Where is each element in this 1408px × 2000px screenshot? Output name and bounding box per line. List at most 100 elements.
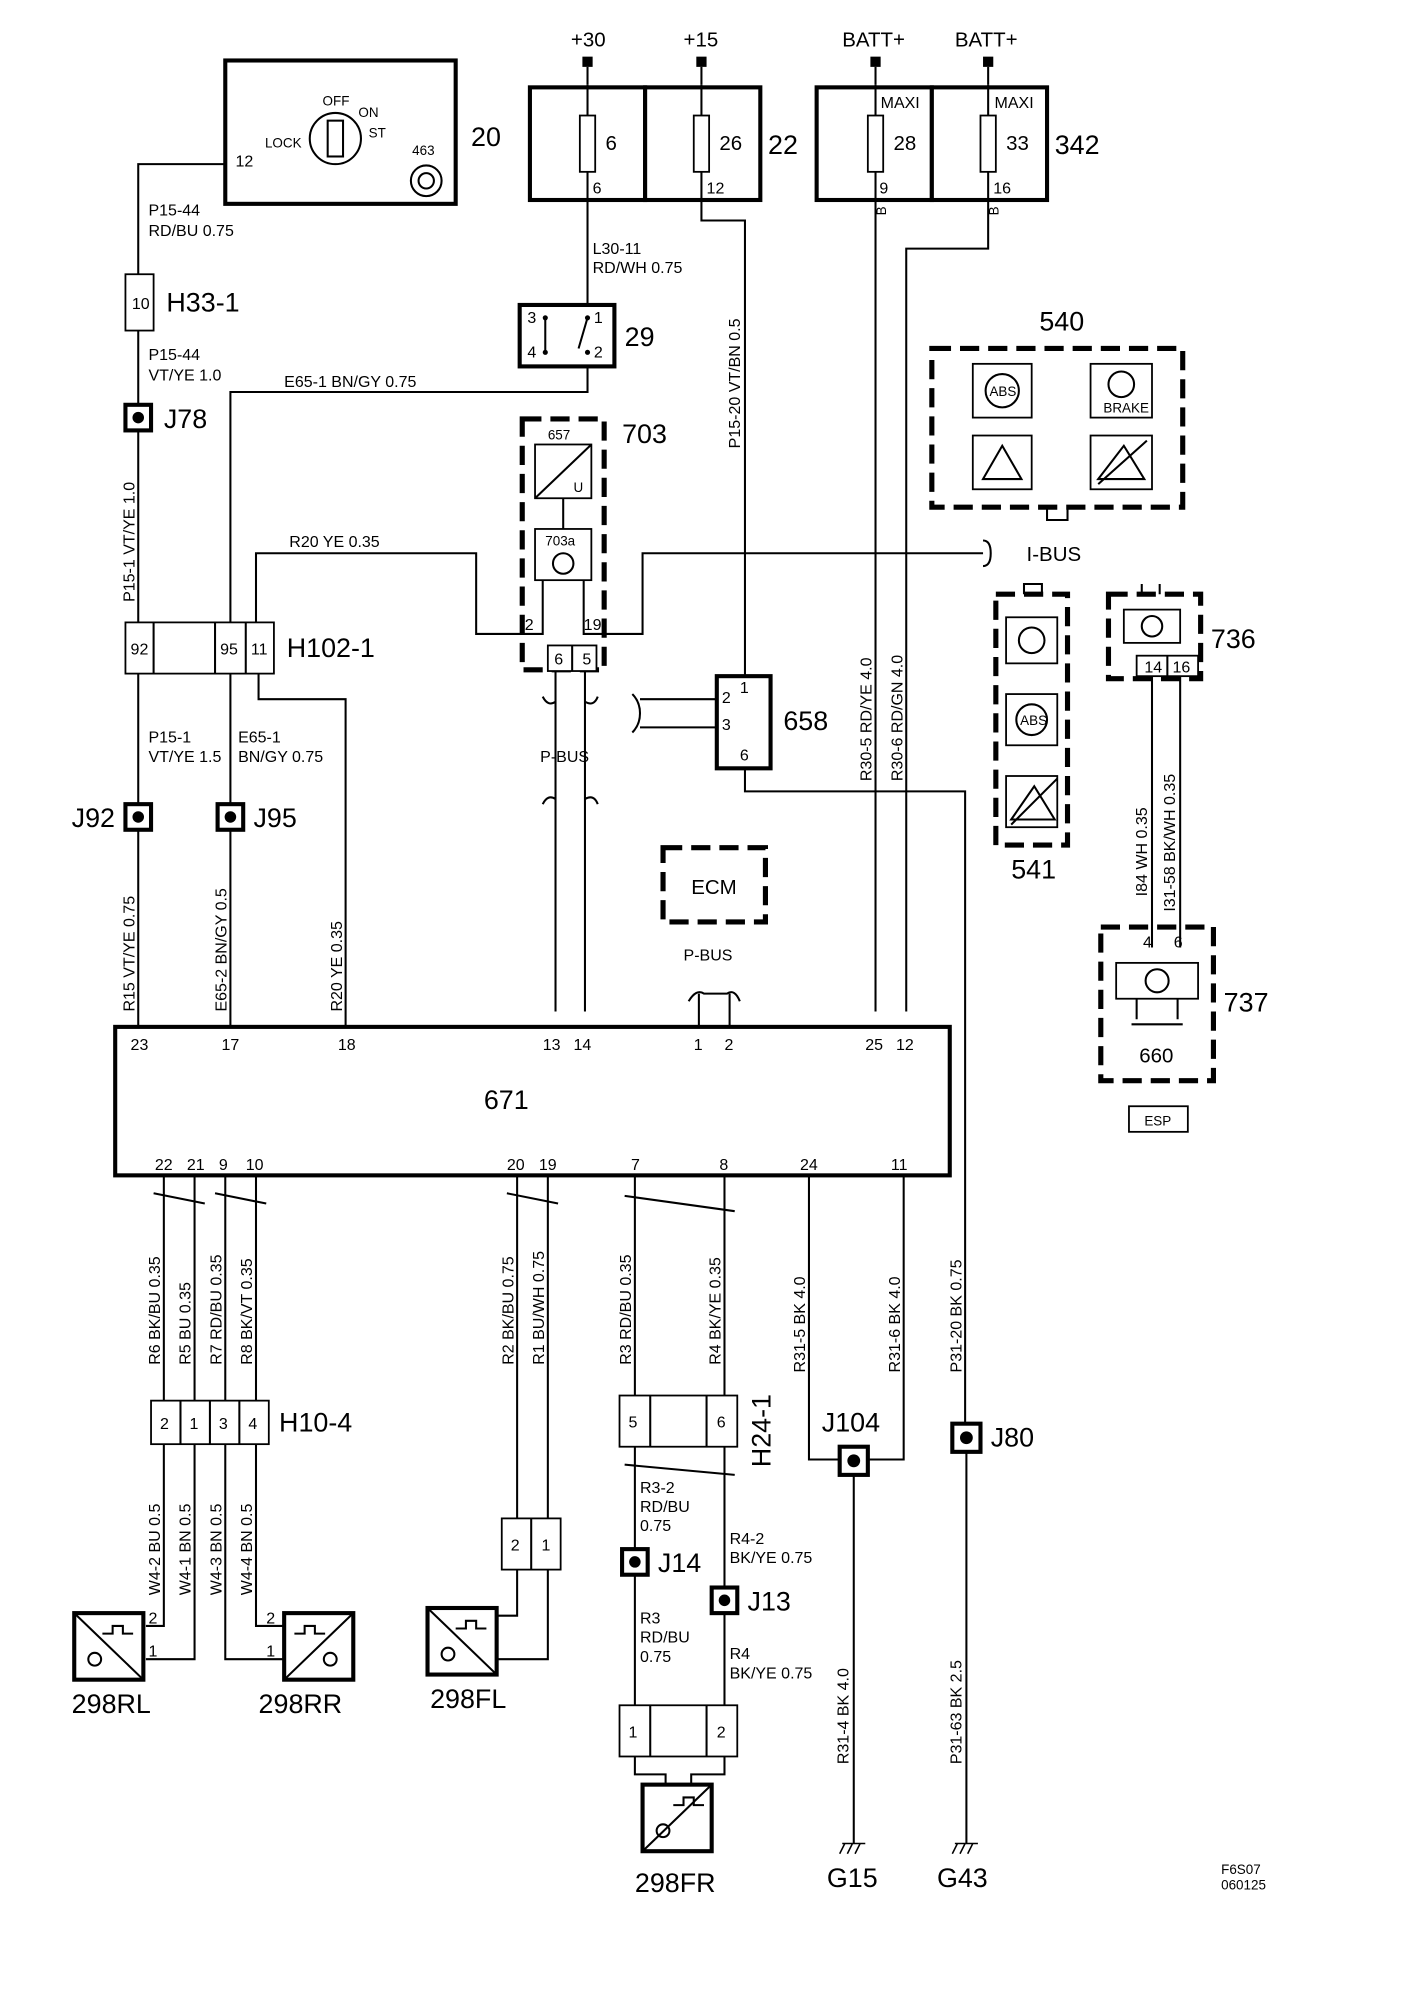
wire-r20-top: R20 YE 0.35	[289, 534, 380, 551]
wire-e65-1-b: E65-1	[238, 730, 281, 747]
terminal-batt-b	[983, 56, 994, 67]
wire-r2: R2 BK/BU 0.75	[500, 1256, 517, 1365]
j104-label: J104	[822, 1407, 880, 1437]
sensor-737: 4 6 660 737	[1098, 924, 1269, 1084]
h10-pin2: 2	[160, 1416, 169, 1433]
wire-r3: R3 RD/BU 0.35	[618, 1254, 635, 1364]
m703-pin6: 6	[554, 652, 563, 669]
bot-pin-8: 8	[719, 1157, 728, 1174]
g15-label: G15	[827, 1863, 878, 1893]
wire-r4-2-s: BK/YE 0.75	[730, 1550, 813, 1567]
switch-pin-12: 12	[236, 154, 254, 171]
wire-r5: R5 BU 0.35	[178, 1282, 195, 1365]
wire-r4: R4 BK/YE 0.35	[708, 1257, 725, 1365]
wire-r31-6: R31-6 BK 4.0	[887, 1276, 904, 1372]
wire-l30-11: L30-11	[593, 241, 642, 258]
wire-e65-1-b-spec: BN/GY 0.75	[238, 749, 323, 766]
wire-p15-44-a: P15-44	[148, 202, 200, 219]
wire-l30-11-spec: RD/WH 0.75	[593, 260, 683, 277]
connector-fr: 1 2	[618, 1704, 739, 1758]
h102-pin92: 92	[131, 641, 149, 658]
switch-pos-off: OFF	[323, 93, 350, 108]
brake-switch-29: 3 4 1 2 29	[517, 302, 655, 369]
sensor-rr-id: 298RR	[259, 1689, 343, 1719]
fuse-6-pin: 6	[593, 181, 602, 198]
ecm-label: ECM	[691, 876, 737, 899]
wire-r3-b: R3	[640, 1610, 661, 1627]
switch-pos-st: ST	[369, 125, 386, 140]
top-pin-17: 17	[221, 1037, 239, 1054]
top-pin-13: 13	[543, 1037, 561, 1054]
c658-pin2: 2	[722, 690, 731, 707]
h10-pin3: 3	[219, 1416, 228, 1433]
top-pin-12: 12	[896, 1037, 914, 1054]
bot-pin-9: 9	[219, 1157, 228, 1174]
c658-pin1: 1	[740, 680, 749, 697]
ecm-box	[660, 845, 768, 925]
bot-pin-20: 20	[507, 1157, 525, 1174]
m703-pin5: 5	[582, 652, 591, 669]
esp-tag	[1128, 1105, 1189, 1133]
terminal-batt-a-label: BATT+	[842, 28, 905, 51]
wire-w4-2: W4-2 BU 0.5	[147, 1504, 164, 1596]
wire-r31-5: R31-5 BK 4.0	[792, 1276, 809, 1372]
bot-pin-10: 10	[246, 1157, 264, 1174]
wire-r3-b-s: 0.75	[640, 1649, 671, 1666]
wire-r4-b: R4	[730, 1646, 751, 1663]
wire-p15-1-b-spec: VT/YE 1.5	[148, 749, 221, 766]
sensor-298rl: 2 1 298RL	[72, 1610, 158, 1719]
wire-r4-2: R4-2	[730, 1531, 765, 1548]
j80-label: J80	[991, 1423, 1034, 1453]
fr-pin2: 2	[717, 1724, 726, 1741]
ibus-label: I-BUS	[1027, 543, 1082, 566]
top-pin-18: 18	[338, 1037, 356, 1054]
wire-r3-2: R3-2	[640, 1480, 675, 1497]
bot-pin-21: 21	[187, 1157, 205, 1174]
h10-pin1: 1	[189, 1416, 198, 1433]
terminal-30-label: +30	[571, 28, 606, 51]
connector-h33	[124, 273, 155, 332]
fl-pin1: 1	[541, 1537, 550, 1554]
terminal-30	[582, 56, 593, 67]
terminal-batt-b-label: BATT+	[955, 28, 1018, 51]
connector-fl: 2 1	[500, 1517, 562, 1571]
fuse-28-tag: MAXI	[881, 95, 920, 112]
fusebox-22: 6 6 26 12 22	[527, 84, 798, 203]
fuse-33-tag: MAXI	[995, 95, 1034, 112]
j78-label: J78	[164, 404, 207, 434]
j92-label: J92	[72, 803, 115, 833]
wire-p15-44-a-spec: RD/BU 0.75	[148, 223, 233, 240]
h10-pin4: 4	[248, 1416, 257, 1433]
bot-pin-24: 24	[800, 1157, 818, 1174]
sensor-298fr: 298FR	[635, 1782, 716, 1898]
h33-id: H33-1	[166, 287, 239, 317]
connector-h10-4: 2 1 3 4 H10-4	[150, 1399, 352, 1446]
m703-pin19: 19	[584, 617, 602, 634]
h24-pin6: 6	[717, 1415, 726, 1432]
ignition-switch: LOCK OFF ON ST 12 463 20	[223, 58, 501, 206]
top-pin-25: 25	[865, 1037, 883, 1054]
sub-703a: 703a	[545, 534, 575, 549]
esp-label: ESP	[1144, 1113, 1171, 1128]
connector-h102: 92 95 11 H102-1	[124, 621, 375, 675]
sw29-pin2: 2	[594, 344, 603, 361]
fr-pin1: 1	[628, 1724, 637, 1741]
module-658: 1 2 3 6 658	[714, 674, 828, 771]
rl-pin1: 1	[148, 1644, 157, 1661]
wire-w4-3: W4-3 BN 0.5	[208, 1504, 225, 1596]
wire-p31-20: P31-20 BK 0.75	[948, 1259, 965, 1372]
terminal-batt-a	[870, 56, 881, 67]
h33-pin: 10	[132, 296, 150, 313]
fusebox-342: MAXI MAXI 28 33 9 16 B B 342	[814, 84, 1100, 215]
bot-pin-7: 7	[631, 1157, 640, 1174]
wire-p15-44-b: P15-44	[148, 347, 200, 364]
h102-pin95: 95	[220, 641, 238, 658]
sensor-fl-id: 298FL	[430, 1684, 506, 1714]
control-module-671: 671 23 17 18 13 14 1 2 25 12 22 21 9 10 …	[113, 1024, 952, 1178]
sensor-298rr: 2 1 298RR	[259, 1610, 356, 1719]
module-671-id: 671	[484, 1085, 529, 1115]
fl-pin2: 2	[511, 1537, 520, 1554]
s736-pin14: 14	[1144, 659, 1162, 676]
wire-r7: R7 RD/BU 0.35	[208, 1254, 225, 1364]
top-pin-14: 14	[573, 1037, 591, 1054]
